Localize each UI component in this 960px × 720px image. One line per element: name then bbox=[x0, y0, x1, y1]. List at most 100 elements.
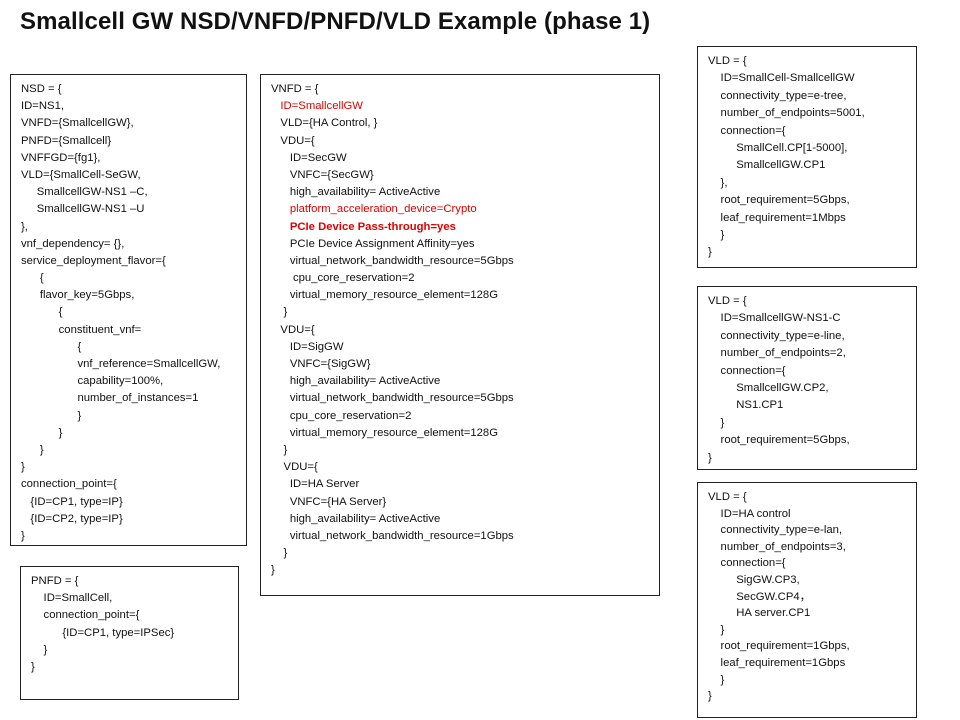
vnfd-line: } bbox=[271, 547, 288, 560]
vld3-line: number_of_endpoints=3, bbox=[708, 540, 846, 553]
vnfd-line: VDU={ bbox=[271, 134, 315, 147]
vnfd-line: VLD={HA Control, } bbox=[271, 117, 378, 130]
vld2-line: NS1.CP1 bbox=[708, 399, 784, 412]
nsd-line: vnf_dependency= {}, bbox=[21, 237, 125, 250]
pnfd-line: connection_point={ bbox=[31, 609, 140, 622]
vld1-line: ID=SmallCell-SmallcellGW bbox=[708, 72, 855, 85]
vnfd-box: VNFD = { ID=SmallcellGW VLD={HA Control,… bbox=[260, 74, 660, 596]
nsd-line: } bbox=[21, 443, 44, 456]
vld-box-smallcell-smallcellgw: VLD = { ID=SmallCell-SmallcellGW connect… bbox=[697, 46, 917, 268]
vld1-line: number_of_endpoints=5001, bbox=[708, 107, 865, 120]
nsd-line: PNFD={Smallcell} bbox=[21, 134, 112, 147]
nsd-line: } bbox=[21, 461, 25, 474]
vld3-line: connection={ bbox=[708, 557, 786, 570]
vnfd-line: } bbox=[271, 564, 275, 577]
vld1-line: leaf_requirement=1Mbps bbox=[708, 211, 846, 224]
pnfd-line: PNFD = { bbox=[31, 575, 79, 587]
nsd-line: { bbox=[21, 272, 44, 285]
nsd-line: {ID=CP2, type=IP} bbox=[21, 512, 123, 525]
nsd-line: SmallcellGW-NS1 –C, bbox=[21, 186, 148, 199]
slide-title: Smallcell GW NSD/VNFD/PNFD/VLD Example (… bbox=[20, 8, 651, 35]
vnfd-line: VNFC={SecGW} bbox=[271, 168, 374, 181]
vnfd-line: virtual_network_bandwidth_resource=1Gbps bbox=[271, 529, 514, 542]
vld3-line: ID=HA control bbox=[708, 507, 791, 520]
vld2-line: VLD = { bbox=[708, 295, 747, 307]
nsd-line: } bbox=[21, 409, 82, 422]
vnfd-line: PCIe Device Pass-through=yes bbox=[271, 220, 456, 233]
vnfd-line: VNFD = { bbox=[271, 83, 319, 95]
vld1-line: VLD = { bbox=[708, 55, 747, 67]
vld-box-ha-control: VLD = { ID=HA control connectivity_type=… bbox=[697, 482, 917, 718]
vnfd-line: VDU={ bbox=[271, 323, 315, 336]
nsd-line: VNFFGD={fg1}, bbox=[21, 151, 101, 164]
vld1-line: SmallCell.CP[1-5000], bbox=[708, 141, 848, 154]
vld1-line: connectivity_type=e-tree, bbox=[708, 89, 847, 102]
vld2-line: SmallcellGW.CP2, bbox=[708, 381, 829, 394]
vld3-line: leaf_requirement=1Gbps bbox=[708, 656, 846, 669]
vnfd-line: virtual_network_bandwidth_resource=5Gbps bbox=[271, 254, 514, 267]
vnfd-line: platform_acceleration_device=Crypto bbox=[271, 203, 477, 216]
vld3-line: SecGW.CP4， bbox=[708, 590, 811, 603]
nsd-line: }, bbox=[21, 220, 28, 233]
pnfd-line: } bbox=[31, 643, 48, 656]
vld-box-smallcellgw-ns1-c: VLD = { ID=SmallcellGW-NS1-C connectivit… bbox=[697, 286, 917, 470]
vnfd-line: cpu_core_reservation=2 bbox=[271, 409, 412, 422]
pnfd-line: {ID=CP1, type=IPSec} bbox=[31, 626, 175, 639]
vnfd-line: ID=SecGW bbox=[271, 151, 347, 164]
vnfd-line: } bbox=[271, 443, 288, 456]
nsd-line: flavor_key=5Gbps, bbox=[21, 289, 135, 302]
vnfd-line: ID=SmallcellGW bbox=[271, 100, 363, 113]
vnfd-line: ID=SigGW bbox=[271, 340, 344, 353]
nsd-line: {ID=CP1, type=IP} bbox=[21, 495, 123, 508]
vnfd-line: VDU={ bbox=[271, 461, 318, 474]
vld2-line: root_requirement=5Gbps, bbox=[708, 434, 850, 447]
nsd-line: } bbox=[21, 529, 25, 542]
vld3-line: connectivity_type=e-lan, bbox=[708, 524, 843, 537]
vld3-line: root_requirement=1Gbps, bbox=[708, 640, 850, 653]
vld3-line: } bbox=[708, 690, 712, 703]
vnfd-line: high_availability= ActiveActive bbox=[271, 186, 441, 199]
nsd-line: NSD = { bbox=[21, 83, 62, 95]
vld2-line: connectivity_type=e-line, bbox=[708, 329, 845, 342]
vld2-line: number_of_endpoints=2, bbox=[708, 347, 846, 360]
nsd-line: constituent_vnf= bbox=[21, 323, 142, 336]
nsd-line: capability=100%, bbox=[21, 375, 164, 388]
vnfd-line: virtual_memory_resource_element=128G bbox=[271, 289, 498, 302]
vnfd-line: } bbox=[271, 306, 288, 319]
vld1-line: root_requirement=5Gbps, bbox=[708, 194, 850, 207]
nsd-line: ID=NS1, bbox=[21, 100, 65, 113]
nsd-line: number_of_instances=1 bbox=[21, 392, 199, 405]
nsd-line: service_deployment_flavor={ bbox=[21, 254, 166, 267]
vnfd-line: PCIe Device Assignment Affinity=yes bbox=[271, 237, 475, 250]
vld1-line: SmallcellGW.CP1 bbox=[708, 159, 826, 172]
vld1-line: } bbox=[708, 246, 712, 259]
vld2-line: } bbox=[708, 451, 712, 464]
nsd-box: NSD = { ID=NS1, VNFD={SmallcellGW}, PNFD={S… bbox=[10, 74, 247, 546]
vld1-line: }, bbox=[708, 176, 728, 189]
nsd-line: } bbox=[21, 426, 63, 439]
nsd-line: vnf_reference=SmallcellGW, bbox=[21, 358, 221, 370]
nsd-line: SmallcellGW-NS1 –U bbox=[21, 203, 145, 216]
vld3-line: } bbox=[708, 623, 725, 636]
nsd-line: VLD={SmallCell-SeGW, bbox=[21, 168, 141, 181]
pnfd-line: } bbox=[31, 660, 35, 673]
vnfd-line: ID=HA Server bbox=[271, 478, 360, 491]
vnfd-line: high_availability= ActiveActive bbox=[271, 512, 441, 525]
pnfd-line: ID=SmallCell, bbox=[31, 592, 113, 605]
vld3-line: } bbox=[708, 673, 725, 686]
vnfd-line: high_availability= ActiveActive bbox=[271, 375, 441, 388]
nsd-line: { bbox=[21, 340, 82, 353]
nsd-line: VNFD={SmallcellGW}, bbox=[21, 117, 134, 130]
vnfd-line: virtual_memory_resource_element=128G bbox=[271, 426, 498, 439]
vld2-line: } bbox=[708, 416, 725, 429]
vnfd-line: VNFC={SigGW} bbox=[271, 358, 371, 370]
vnfd-line: cpu_core_reservation=2 bbox=[271, 272, 415, 285]
vld3-line: SigGW.CP3, bbox=[708, 573, 800, 586]
pnfd-box: PNFD = { ID=SmallCell, connection_point=… bbox=[20, 566, 239, 700]
vld1-line: } bbox=[708, 228, 725, 241]
vld2-line: ID=SmallcellGW-NS1-C bbox=[708, 312, 841, 325]
vld2-line: connection={ bbox=[708, 364, 786, 377]
vnfd-line: virtual_network_bandwidth_resource=5Gbps bbox=[271, 392, 514, 405]
nsd-line: { bbox=[21, 306, 63, 319]
vnfd-line: VNFC={HA Server} bbox=[271, 495, 387, 508]
